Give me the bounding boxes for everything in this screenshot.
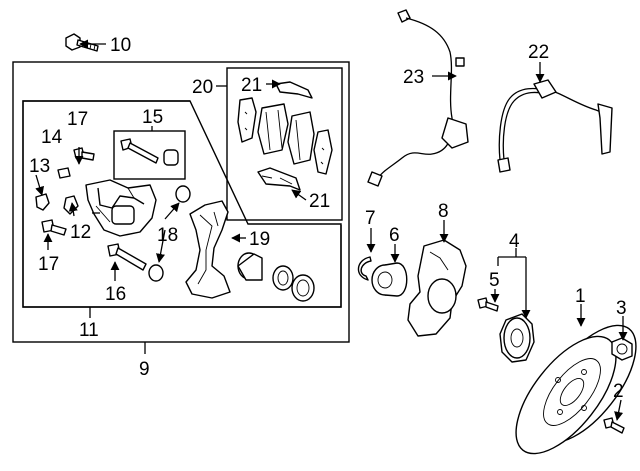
dust-shield-8 <box>407 239 467 337</box>
boot-18 <box>148 185 191 282</box>
guide-pin-kit-15 <box>120 138 179 166</box>
brake-pads <box>237 97 333 175</box>
callout-12: 12 <box>70 222 91 243</box>
callout-21-top: 21 <box>241 75 262 96</box>
callout-15: 15 <box>142 107 163 128</box>
caliper-housing <box>85 179 157 237</box>
caliper-subassembly-outline <box>22 100 342 308</box>
bolt-17-lower <box>41 219 67 236</box>
callout-21-bottom: 21 <box>309 191 330 212</box>
wheel-stud-5 <box>477 297 499 312</box>
abs-sensor-23 <box>367 9 469 187</box>
rotor-screw-2 <box>603 417 625 434</box>
callout-17-bottom: 17 <box>38 254 59 275</box>
callout-22: 22 <box>528 42 549 63</box>
callout-5: 5 <box>489 270 500 291</box>
bolt-10 <box>65 33 99 52</box>
pad-kit-box <box>226 67 343 221</box>
callout-13: 13 <box>29 156 50 177</box>
leader-lines <box>35 39 628 421</box>
callout-20: 20 <box>192 77 213 98</box>
caliper-bracket <box>185 200 231 299</box>
callout-2: 2 <box>613 381 624 402</box>
caliper-piston-and-seals <box>237 252 315 302</box>
callout-4: 4 <box>509 231 520 252</box>
callout-3: 3 <box>616 298 627 319</box>
caliper-assembly-box <box>12 61 350 343</box>
brake-rotor-1 <box>515 324 637 455</box>
callout-19: 19 <box>249 229 270 250</box>
callout-8: 8 <box>438 201 449 222</box>
callout-23: 23 <box>403 67 424 88</box>
wheel-hub-4 <box>499 313 535 363</box>
callout-9: 9 <box>139 359 150 380</box>
bleeder-13 <box>35 193 50 211</box>
wheel-bearing-6 <box>371 262 408 297</box>
callout-16: 16 <box>105 284 126 305</box>
callout-10: 10 <box>110 35 131 56</box>
snap-ring-7 <box>357 256 372 281</box>
guide-pin-kit-box <box>113 130 186 180</box>
callout-14: 14 <box>41 127 63 148</box>
guide-pin-16 <box>107 243 147 271</box>
pad-hardware-21 <box>257 81 313 191</box>
callout-11: 11 <box>79 320 99 341</box>
cap-12 <box>57 167 79 215</box>
callout-6: 6 <box>389 225 400 246</box>
bolt-14 <box>73 147 95 161</box>
callout-18: 18 <box>157 225 178 246</box>
callout-1: 1 <box>575 286 586 307</box>
callout-7: 7 <box>365 208 376 229</box>
callout-17-top: 17 <box>67 109 88 130</box>
brake-hose-22 <box>497 79 613 173</box>
